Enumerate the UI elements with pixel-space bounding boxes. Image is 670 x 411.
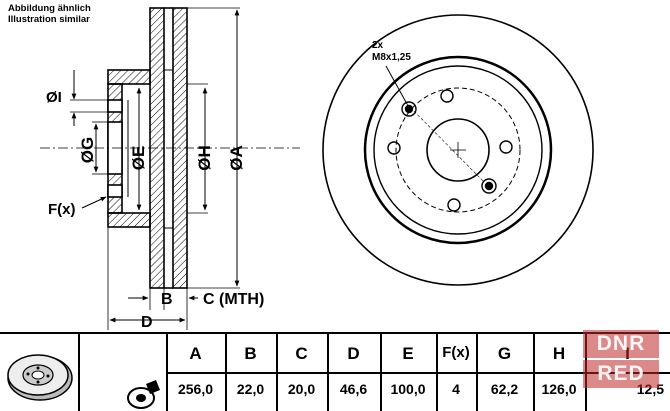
label-i: ØI bbox=[46, 89, 62, 106]
value-d: 46,6 bbox=[339, 381, 368, 397]
bolt-note-count: 2x bbox=[372, 40, 384, 51]
illustration-note: Abbildung ähnlich Illustration similar bbox=[8, 3, 91, 25]
label-h: ØH bbox=[195, 145, 214, 171]
label-e: ØE bbox=[129, 146, 148, 171]
watermark-line-1: DNR bbox=[583, 330, 659, 358]
header-f: F(x) bbox=[442, 344, 470, 361]
spec-table: A B C D E F(x) G H I 256,0 22,0 20,0 46,… bbox=[0, 332, 670, 411]
header-a: A bbox=[189, 344, 202, 363]
header-h: H bbox=[552, 344, 566, 363]
friction-ring-inner-edge bbox=[363, 55, 553, 245]
label-f: F(x) bbox=[48, 201, 76, 218]
note-line-2: Illustration similar bbox=[8, 14, 90, 25]
label-b: B bbox=[161, 291, 173, 308]
value-g: 62,2 bbox=[490, 381, 519, 397]
disc-outer-edge bbox=[322, 14, 594, 286]
header-g: G bbox=[497, 344, 512, 363]
value-f: 4 bbox=[452, 381, 460, 397]
centre-bore bbox=[426, 118, 490, 182]
bolt-hole bbox=[440, 89, 454, 103]
value-h: 126,0 bbox=[541, 381, 577, 397]
value-a: 256,0 bbox=[177, 381, 214, 397]
value-e: 100,0 bbox=[390, 381, 426, 397]
value-c: 20,0 bbox=[287, 381, 316, 397]
label-g: ØG bbox=[78, 137, 97, 163]
bolt-hole bbox=[499, 140, 513, 154]
threaded-hole bbox=[481, 178, 497, 194]
bolt-circle bbox=[395, 87, 521, 213]
wheel-brake-icon bbox=[127, 380, 160, 409]
bolt-hole bbox=[447, 198, 461, 212]
value-b: 22,0 bbox=[236, 381, 265, 397]
header-b: B bbox=[244, 344, 257, 363]
watermark: DNR RED bbox=[579, 322, 663, 392]
label-a: ØA bbox=[227, 145, 246, 171]
header-d: D bbox=[347, 344, 360, 363]
front-view bbox=[322, 14, 594, 286]
note-line-1: Abbildung ähnlich bbox=[8, 3, 91, 14]
technical-drawing: ØA ØH ØE ØG ØI F(x) B C (MTH) D 2x M8 bbox=[40, 7, 594, 331]
watermark-line-2: RED bbox=[583, 360, 659, 388]
bolt-hole bbox=[387, 141, 401, 155]
header-c: C bbox=[295, 344, 308, 363]
label-c: C (MTH) bbox=[203, 291, 264, 308]
bolt-note-thread: M8x1,25 bbox=[372, 52, 411, 63]
label-d: D bbox=[141, 314, 153, 331]
threaded-hole bbox=[401, 101, 417, 117]
brake-disc-icon bbox=[7, 354, 73, 401]
header-e: E bbox=[402, 344, 414, 363]
dimension-lines bbox=[70, 7, 240, 330]
